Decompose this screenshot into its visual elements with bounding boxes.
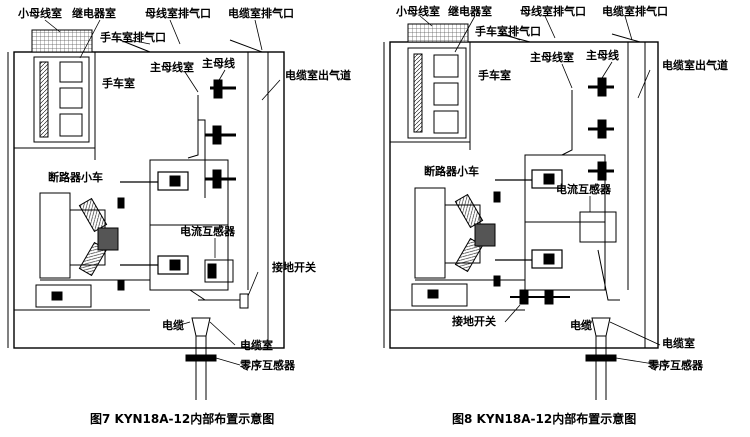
fig7-label-small-bus-room: 小母线室 [18, 7, 62, 20]
leader-lines [44, 15, 661, 366]
fig8-label-cable-duct: 电缆室出气道 [662, 59, 728, 72]
fig8-label-cart-room: 手车室 [478, 69, 511, 82]
fig8-label-cable-room: 电缆室 [662, 337, 695, 350]
fig7-label-cable-vent: 电缆室排气口 [228, 7, 294, 20]
fig7-breaker-cart [39, 192, 71, 279]
fig7-label-cable: 电缆 [162, 319, 184, 332]
fig8-label-earth-switch: 接地开关 [452, 315, 496, 328]
figure7-drawing [7, 29, 285, 400]
fig7-label-cable-duct: 电缆室出气道 [285, 69, 351, 82]
fig8-label-zero-ct: 零序互感器 [648, 359, 703, 372]
fig7-label-breaker-cart: 断路器小车 [48, 171, 103, 184]
fig7-label-main-bus-room: 主母线室 [150, 61, 194, 74]
fig7-label-zero-ct: 零序互感器 [240, 359, 295, 372]
fig8-label-cart-vent: 手车室排气口 [475, 25, 541, 38]
fig8-label-ct: 电流互感器 [556, 183, 611, 196]
fig8-label-cable: 电缆 [570, 319, 592, 332]
fig7-small-bus-room [31, 29, 93, 53]
fig8-label-breaker-cart: 断路器小车 [424, 165, 479, 178]
fig7-label-cable-room: 电缆室 [240, 339, 273, 352]
fig7-label-earth-switch: 接地开关 [272, 261, 316, 274]
fig7-label-bus-vent: 母线室排气口 [145, 7, 211, 20]
fig7-label-main-bus: 主母线 [202, 57, 235, 70]
fig8-label-relay-room: 继电器室 [448, 5, 492, 18]
fig8-cabinet-outline [389, 41, 659, 349]
fig7-cabinet-outline [13, 51, 285, 349]
figure8-drawing [383, 23, 659, 400]
fig8-label-cable-vent: 电缆室排气口 [602, 5, 668, 18]
fig8-small-bus-room [407, 23, 469, 43]
fig8-label-small-bus-room: 小母线室 [396, 5, 440, 18]
fig8-label-main-bus: 主母线 [586, 49, 619, 62]
fig7-caption: 图7 KYN18A-12内部布置示意图 [90, 412, 275, 426]
fig7-label-cart-vent: 手车室排气口 [100, 31, 166, 44]
fig8-label-bus-vent: 母线室排气口 [520, 5, 586, 18]
fig7-label-relay-room: 继电器室 [72, 7, 116, 20]
fig7-label-ct: 电流互感器 [180, 225, 235, 238]
fig7-relay-room [33, 56, 90, 143]
fig8-label-main-bus-room: 主母线室 [530, 51, 574, 64]
fig8-caption: 图8 KYN18A-12内部布置示意图 [452, 412, 637, 426]
fig7-label-cart-room: 手车室 [102, 77, 135, 90]
